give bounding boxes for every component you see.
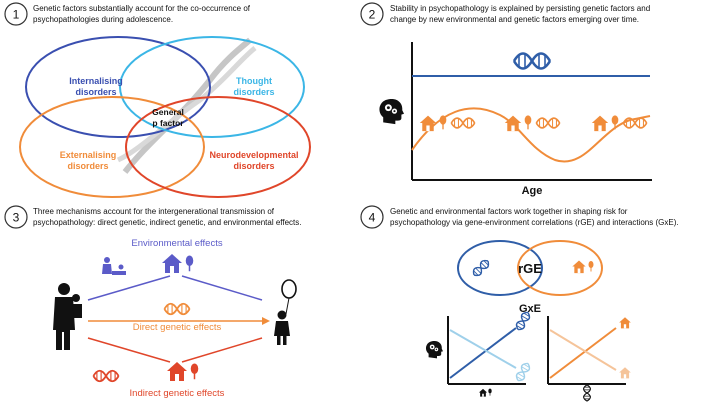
panel-3-caption-line1: Three mechanisms account for the interge… [33, 207, 275, 216]
gxe-right-light-line [549, 329, 617, 371]
panel-4-number: 4 [369, 211, 376, 225]
indirect-genetic-effects-label: Indirect genetic effects [130, 388, 225, 399]
indirect-arrow-left [87, 337, 171, 363]
panel-2-caption-line1: Stability in psychopathology is explaine… [390, 4, 650, 13]
tree-icon [185, 255, 194, 272]
panel-2-badge [360, 2, 384, 26]
panel-4-badge [360, 205, 384, 229]
age-axis-label: Age [522, 185, 543, 197]
env-arrow-left [87, 275, 171, 301]
house-icon [162, 254, 182, 273]
externalising-label-1: Externalising [60, 150, 117, 160]
tree-icon [439, 115, 447, 130]
direct-arrowhead [262, 317, 270, 325]
tree-icon [190, 363, 199, 380]
parent-child-icon [53, 283, 82, 350]
environmental-icons [102, 254, 194, 275]
head-gears-icon [425, 341, 443, 359]
panel-4: 4 Genetic and environmental factors work… [360, 205, 679, 402]
internalising-circle [25, 36, 211, 138]
internalising-label-2: disorders [75, 87, 116, 97]
externalising-label-2: disorders [67, 161, 108, 171]
house-icon [478, 388, 488, 397]
panel-4-caption-line2: psychopathology via gene-environment cor… [390, 218, 679, 227]
tree-icon [588, 261, 594, 272]
panel-1: 1 Genetic factors substantially account … [4, 2, 311, 198]
general-p-factor-2: p factor [152, 118, 184, 128]
dna-icon-stable [512, 52, 552, 70]
gxe-left-dark-line [449, 327, 517, 379]
head-gears-icon [379, 99, 404, 125]
thought-label-2: disorders [233, 87, 274, 97]
panel-2: 2 Stability in psychopathology is explai… [360, 2, 652, 197]
dna-icon [513, 360, 533, 384]
panel-1-badge [4, 2, 28, 26]
child-balloon-icon [274, 279, 297, 345]
dna-icon-rge [470, 257, 492, 279]
baby-care-icon [102, 257, 126, 275]
neuro-label-1: Neurodevelopmental [209, 150, 298, 160]
house-icon [619, 317, 631, 329]
general-p-factor-1: General [152, 107, 184, 117]
neuro-label-2: disorders [233, 161, 274, 171]
panel-1-caption-line1: Genetic factors substantially account fo… [33, 4, 251, 13]
dna-icon [582, 384, 592, 402]
panel-2-caption-line2: change by new environmental and genetic … [390, 15, 639, 24]
thought-circle [119, 36, 305, 138]
panel-1-number: 1 [13, 8, 20, 22]
house-icon [619, 367, 631, 379]
panel-3-badge [4, 205, 28, 229]
panel-3-number: 3 [13, 211, 20, 225]
neurodevelopmental-circle [125, 96, 311, 198]
dna-helix-background [116, 37, 257, 174]
rge-label: rGE [518, 261, 542, 276]
env-arrow-right [181, 275, 263, 301]
environment-circle [517, 240, 603, 296]
direct-genetic-effects-label: Direct genetic effects [133, 322, 222, 333]
panel-4-caption-line1: Genetic and environmental factors work t… [390, 207, 628, 216]
panel-2-number: 2 [369, 8, 376, 22]
dna-icon [450, 117, 476, 129]
externalising-circle [19, 96, 205, 198]
tree-icon [524, 115, 532, 130]
internalising-label-1: Internalising [69, 76, 123, 86]
gxe-left-light-line [449, 329, 517, 369]
indirect-icons [92, 362, 199, 383]
environment-wave [411, 107, 651, 163]
panel-3: 3 Three mechanisms account for the inter… [4, 205, 301, 399]
tree-icon [488, 388, 492, 396]
house-icon [572, 260, 586, 274]
thought-label-1: Thought [236, 76, 272, 86]
dna-icon-direct [163, 302, 191, 316]
indirect-arrow-right [181, 337, 263, 363]
dna-icon-indirect [92, 369, 120, 383]
dna-icon [535, 117, 561, 129]
panel-3-caption-line2: psychopathology: direct genetic, indirec… [33, 218, 301, 227]
house-icon [167, 362, 187, 381]
gene-circle [457, 240, 543, 296]
environmental-effects-label: Environmental effects [131, 238, 222, 249]
house-icon [419, 115, 437, 132]
gxe-label: GxE [519, 303, 541, 315]
gxe-right-dark-line [549, 327, 617, 379]
dna-icon [513, 309, 533, 333]
panel-1-caption-line2: psychopathologies during adolescence. [33, 15, 173, 24]
